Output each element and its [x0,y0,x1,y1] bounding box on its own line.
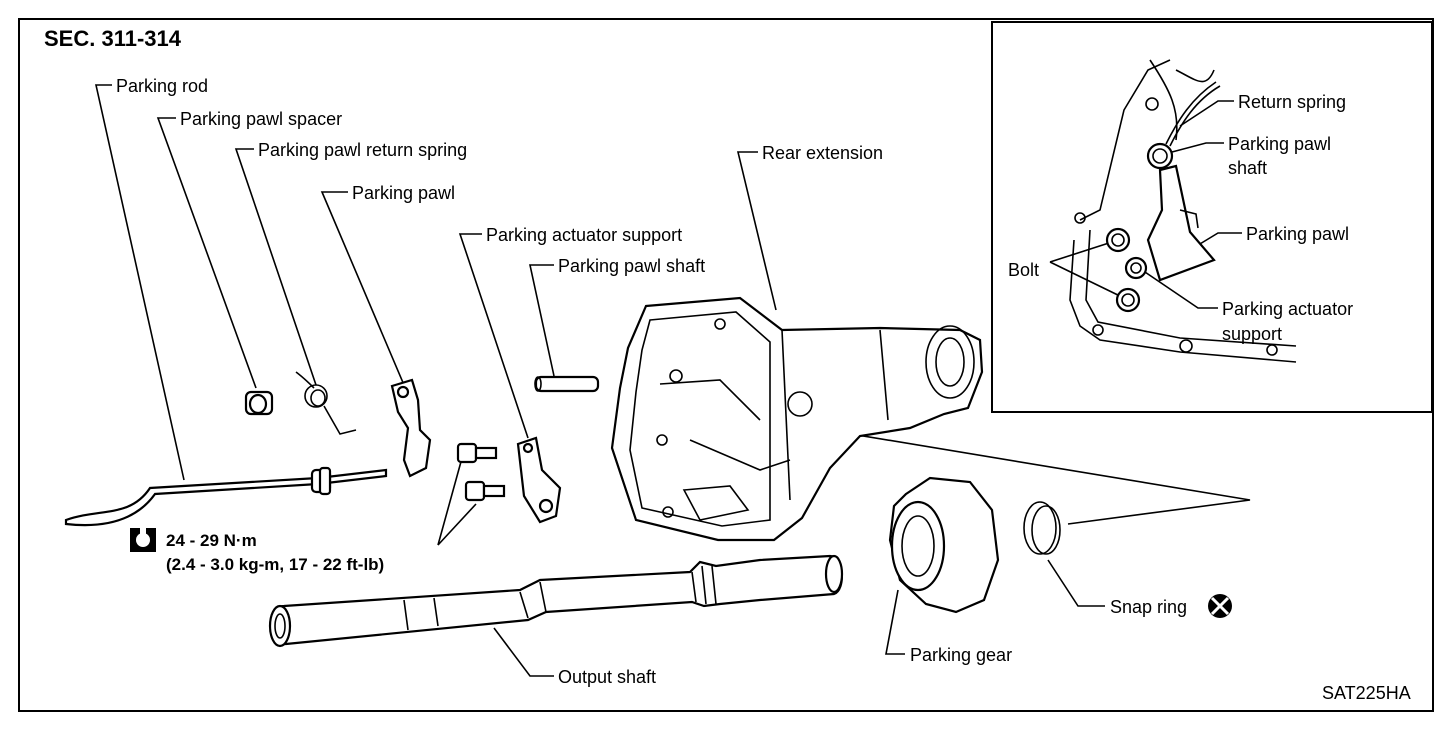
label-parking-pawl-return-spring: Parking pawl return spring [258,140,467,160]
parking-pawl [390,378,432,478]
bolt-upper [456,442,498,464]
inset-label-pawl-shaft-2: shaft [1228,158,1267,178]
inset-label-pawl-shaft-1: Parking pawl [1228,134,1331,154]
parking-gear [888,476,1000,614]
inset-parking-pawl-shaft [1146,142,1174,170]
parking-rod [64,466,388,527]
label-snap-ring: Snap ring [1110,597,1187,617]
torque-wrench-icon [130,528,156,552]
inset-frame [991,21,1433,413]
inset-parking-pawl [1146,164,1216,282]
label-parking-gear: Parking gear [910,645,1012,665]
label-output-shaft: Output shaft [558,667,656,687]
label-parking-pawl-shaft: Parking pawl shaft [558,256,705,276]
section-title: SEC. 311-314 [44,26,182,51]
inset-bolts [1105,227,1148,313]
inset-return-spring [1165,81,1221,147]
parking-pawl-return-spring [295,371,357,435]
label-parking-rod: Parking rod [116,76,208,96]
parking-pawl-spacer [244,390,274,416]
inset-label-actuator-1: Parking actuator [1222,299,1353,319]
inset-housing [1069,59,1297,363]
label-rear-extension: Rear extension [762,143,883,163]
label-parking-pawl: Parking pawl [352,183,455,203]
label-parking-pawl-spacer: Parking pawl spacer [180,109,342,129]
do-not-reuse-icon [1208,594,1232,618]
inset-leader-lines [1049,100,1242,309]
inset-label-actuator-2: support [1222,324,1282,344]
bolt-lower [464,480,506,502]
torque-line-1: 24 - 29 N·m [166,531,257,550]
parking-actuator-support [516,436,562,524]
inset-label-return-spring: Return spring [1238,92,1346,112]
catalog-code: SAT225HA [1322,683,1411,703]
inset-label-bolt: Bolt [1008,260,1039,280]
output-shaft [268,554,844,648]
parking-pawl-shaft [534,375,600,393]
label-parking-actuator-support: Parking actuator support [486,225,682,245]
torque-line-2: (2.4 - 3.0 kg-m, 17 - 22 ft-lb) [166,555,384,574]
snap-ring [1023,501,1061,555]
rear-extension [610,296,984,542]
inset-label-parking-pawl: Parking pawl [1246,224,1349,244]
